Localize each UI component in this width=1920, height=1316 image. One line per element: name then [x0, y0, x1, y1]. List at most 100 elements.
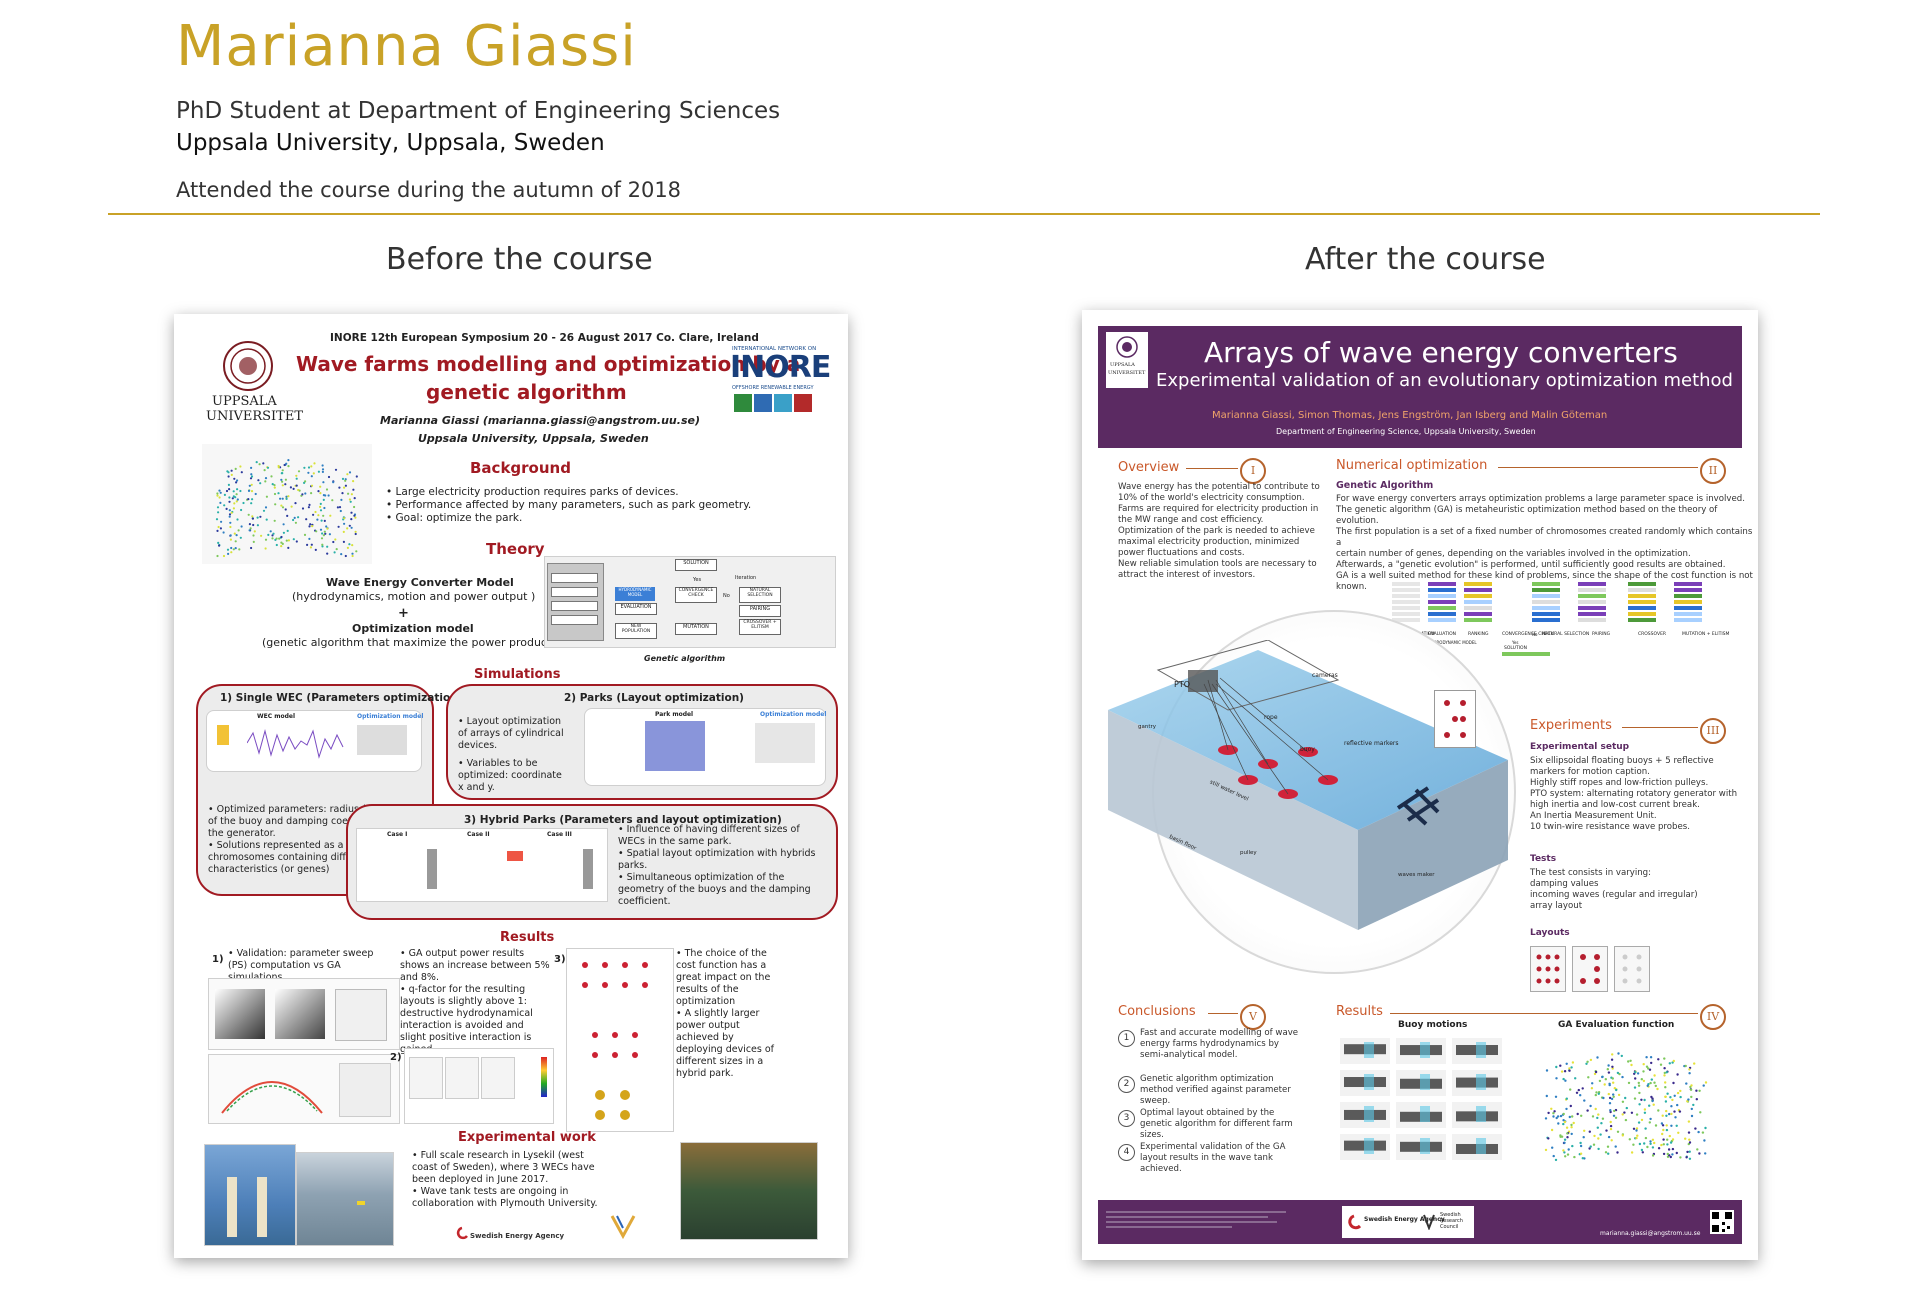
buoy-motion-plots	[1338, 1036, 1506, 1166]
numopt-heading: Numerical optimization	[1336, 458, 1488, 473]
photo-wave-tank	[680, 1142, 818, 1240]
results-left-list: Validation: parameter sweep (PS) computa…	[228, 948, 388, 984]
overview-text: Wave energy has the potential to contrib…	[1118, 482, 1320, 580]
tank-label-cameras: cameras	[1312, 672, 1338, 679]
tank-label-buoy: buoy	[1300, 746, 1315, 753]
wec-model-sub: (hydrodynamics, motion and power output …	[292, 590, 536, 603]
box1-item: Optimized parameters: radius (R), draft …	[208, 804, 424, 840]
results-case-studies	[566, 948, 674, 1132]
experimental-list: Full scale research in Lysekil (west coa…	[412, 1150, 612, 1210]
buoy-motion-panels	[1340, 1038, 1502, 1160]
after-poster: UPPSALA UNIVERSITET Arrays of wave energ…	[1082, 310, 1758, 1260]
after-column-title: After the course	[1305, 242, 1546, 277]
box2-list: Layout optimization of arrays of cylindr…	[458, 716, 568, 794]
ga-heading: Genetic Algorithm	[1336, 480, 1434, 491]
results-right-item: A slightly larger power output achieved …	[676, 1008, 776, 1080]
symposium-line: INORE 12th European Symposium 20 - 26 Au…	[330, 332, 759, 344]
attendance-note: Attended the course during the autumn of…	[176, 178, 682, 202]
sponsor-v-icon	[1423, 1214, 1435, 1230]
layouts-heading: Layouts	[1530, 928, 1570, 938]
before-poster: UPPSALA UNIVERSITET INORE 12th European …	[174, 314, 848, 1258]
uppsala-logo-line1: UPPSALA	[212, 394, 277, 409]
footer-references	[1106, 1208, 1286, 1236]
box3-item: Influence of having different sizes of W…	[618, 824, 824, 848]
layout-thumb-2	[1572, 946, 1608, 992]
simulations-heading: Simulations	[474, 667, 561, 682]
box2-title: 2) Parks (Layout optimization)	[564, 692, 744, 704]
box3-list: Influence of having different sizes of W…	[618, 824, 824, 908]
after-department: Department of Engineering Science, Uppsa…	[1276, 427, 1536, 436]
tank-label-wavemaker: waves maker	[1398, 872, 1435, 878]
results-layout-plots	[404, 1048, 554, 1124]
background-item: Large electricity production requires pa…	[386, 486, 751, 499]
qr-code-icon	[1710, 1210, 1734, 1234]
inore-tile-red	[794, 394, 812, 412]
overview-heading: Overview	[1118, 460, 1180, 475]
inore-sub: OFFSHORE RENEWABLE ENERGY	[732, 385, 814, 391]
after-results-heading: Results	[1336, 1004, 1383, 1019]
ga-hydro-model-box: HYDRODYNAMIC MODEL	[615, 587, 655, 601]
box2-figure: Park model Optimization model	[584, 708, 826, 786]
ga-solution-box: SOLUTION	[675, 559, 717, 571]
uppsala-seal-icon	[1116, 336, 1138, 358]
experimental-heading: Experimental work	[458, 1130, 596, 1145]
tank-label-pto: PTO	[1174, 680, 1191, 689]
conclusions-number: V	[1240, 1004, 1266, 1030]
box1-title: 1) Single WEC (Parameters optimization)	[220, 692, 463, 704]
numopt-number: II	[1700, 458, 1726, 484]
background-item: Goal: optimize the park.	[386, 512, 751, 525]
ga-selection-box: NATURAL SELECTION	[739, 587, 781, 603]
experimental-item: Full scale research in Lysekil (west coa…	[412, 1150, 612, 1186]
inore-logo: INORE	[730, 350, 831, 385]
overview-number: I	[1240, 458, 1266, 484]
sponsor-swoosh-icon	[1348, 1214, 1362, 1230]
before-sponsor: Swedish Energy Agency	[470, 1232, 565, 1240]
setup-heading: Experimental setup	[1530, 742, 1630, 752]
after-subtitle: Experimental validation of an evolutiona…	[1156, 370, 1733, 391]
conclusion-4: Experimental validation of the GA layout…	[1140, 1142, 1286, 1174]
background-heading: Background	[470, 459, 571, 477]
ga-flow-diagram: HYDRODYNAMIC MODEL EVALUATION SOLUTION C…	[544, 556, 836, 648]
box3-title: 3) Hybrid Parks (Parameters and layout o…	[464, 814, 782, 826]
presenter-name: Marianna Giassi	[176, 14, 637, 79]
results-mid-item: GA output power results shows an increas…	[400, 948, 550, 984]
ga-chromosome-bars	[1392, 582, 1702, 622]
box2-item: Variables to be optimized: coordinate x …	[458, 758, 568, 794]
layout-thumb-1	[1530, 946, 1566, 992]
results-label-1: 1)	[212, 954, 224, 965]
opt-model-sub: (genetic algorithm that maximize the pow…	[262, 636, 576, 649]
wec-model-label: Wave Energy Converter Model	[326, 576, 514, 589]
inore-tile-cyan	[774, 394, 792, 412]
results-label-3: 3)	[554, 954, 566, 965]
wave-tank-illustration	[1108, 640, 1508, 930]
footer-sponsor-box: Swedish Energy Agency Swedish Research C…	[1342, 1206, 1474, 1238]
results-mid-item: q-factor for the resulting layouts is sl…	[400, 984, 550, 1056]
after-results-number: IV	[1700, 1004, 1726, 1030]
theory-plus: +	[398, 606, 409, 621]
ga-caption: Genetic algorithm	[644, 654, 726, 663]
before-title-line1: Wave farms modelling and optimization by…	[296, 352, 801, 376]
ga-mutation-box: MUTATION	[675, 623, 717, 635]
before-title-line2: genetic algorithm	[426, 380, 627, 404]
layout-thumb-3	[1614, 946, 1650, 992]
sponsor-swoosh-icon	[456, 1226, 468, 1240]
after-logo-block: UPPSALA UNIVERSITET	[1106, 332, 1148, 388]
after-authors: Marianna Giassi, Simon Thomas, Jens Engs…	[1212, 410, 1608, 421]
presenter-role: PhD Student at Department of Engineering…	[176, 98, 781, 124]
conclusion-1: Fast and accurate modelling of wave ener…	[1140, 1028, 1299, 1060]
results-label-2: 2)	[390, 1052, 402, 1063]
results-mid-list: GA output power results shows an increas…	[400, 948, 550, 1056]
box3-figure: Case I Case II Case III	[356, 828, 608, 902]
inore-tile-blue	[754, 394, 772, 412]
uppsala-seal-icon	[223, 341, 273, 391]
tank-label-pulley: pulley	[1240, 850, 1257, 856]
sponsor-v-icon	[610, 1215, 636, 1240]
conclusion-num-4: 4	[1118, 1144, 1135, 1161]
results-left-item: Validation: parameter sweep (PS) computa…	[228, 948, 388, 984]
box1-list: Optimized parameters: radius (R), draft …	[208, 804, 424, 876]
tank-label-rope: rope	[1264, 714, 1278, 721]
box1-item: Solutions represented as a set of chromo…	[208, 840, 424, 876]
ga-eval-title: GA Evaluation function	[1558, 1020, 1675, 1030]
ga-newpop-box: NEW POPULATION	[615, 623, 657, 639]
experimental-item: Wave tank tests are ongoing in collabora…	[412, 1186, 612, 1210]
